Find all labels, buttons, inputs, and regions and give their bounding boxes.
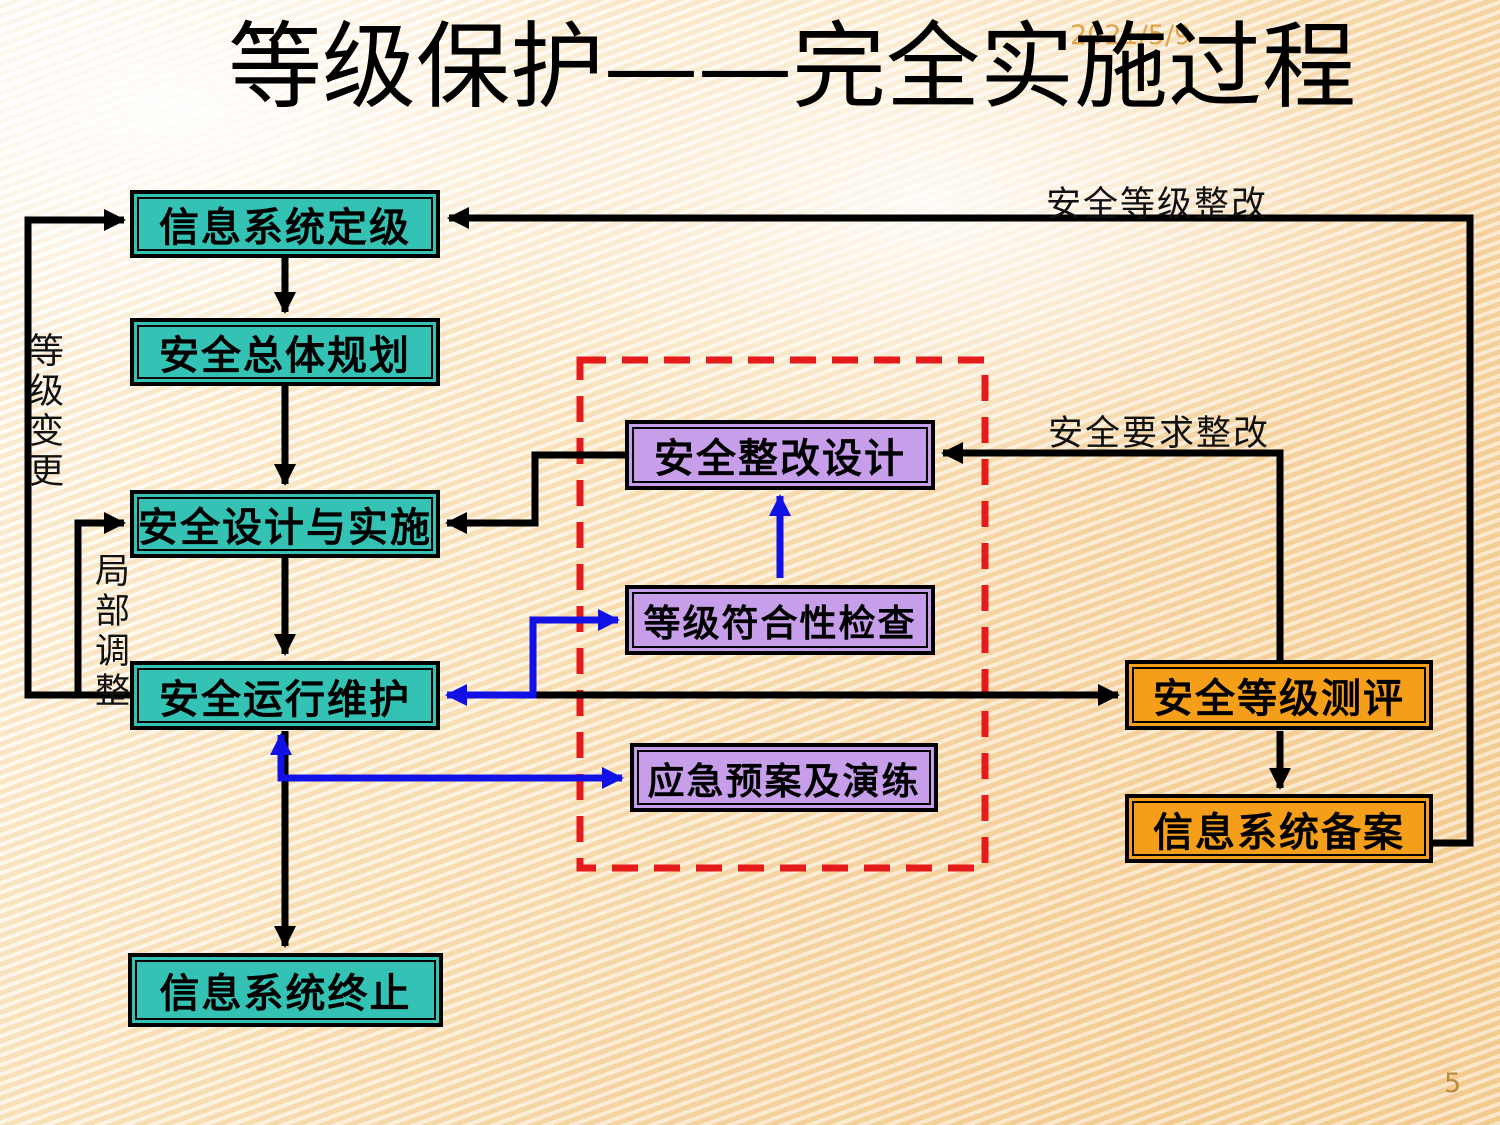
- arrow-rectification-to-design: [445, 451, 625, 534]
- box-emergency-drill-label: 应急预案及演练: [647, 759, 921, 803]
- box-design-implementation: 安全设计与实施: [130, 490, 440, 558]
- box-system-termination: 信息系统终止: [128, 953, 443, 1027]
- page-title: 等级保护——完全实施过程: [227, 13, 1357, 122]
- box-operation-maintenance-label: 安全运行维护: [159, 676, 411, 723]
- box-system-filing-label: 信息系统备案: [1153, 809, 1405, 856]
- arrow-operation-emergency-drill: [270, 733, 624, 789]
- slide-date: 2021/5/9: [1070, 20, 1192, 51]
- box-operation-maintenance: 安全运行维护: [130, 661, 440, 730]
- box-compliance-check-label: 等级符合性检查: [643, 602, 917, 645]
- arrow-partial-adjustment-loop: [74, 512, 126, 695]
- box-level-evaluation: 安全等级测评: [1125, 660, 1433, 730]
- page-number: 5: [1444, 1068, 1462, 1099]
- label-level-change: 等级变更: [23, 332, 63, 492]
- box-system-grading: 信息系统定级: [130, 190, 440, 258]
- arrow-requirement-rectification: [941, 442, 1284, 660]
- label-security-requirement-rectification: 安全要求整改: [1048, 414, 1271, 454]
- label-security-level-rectification: 安全等级整改: [1046, 185, 1269, 225]
- box-overall-planning: 安全总体规划: [130, 318, 440, 386]
- label-partial-adjustment: 局部调整: [89, 552, 129, 712]
- box-level-evaluation-label: 安全等级测评: [1153, 676, 1405, 722]
- arrow-operation-compliance-check: [445, 609, 620, 706]
- arrow-level-rectification-feedback: [447, 207, 1474, 847]
- box-rectification-design: 安全整改设计: [625, 420, 935, 490]
- box-overall-planning-label: 安全总体规划: [159, 333, 411, 379]
- box-system-grading-label: 信息系统定级: [159, 205, 411, 251]
- box-design-implementation-label: 安全设计与实施: [138, 505, 432, 551]
- box-system-filing: 信息系统备案: [1125, 794, 1433, 863]
- box-emergency-drill: 应急预案及演练: [630, 743, 938, 812]
- box-system-termination-label: 信息系统终止: [159, 971, 412, 1017]
- box-compliance-check: 等级符合性检查: [625, 585, 935, 655]
- box-rectification-design-label: 安全整改设计: [654, 436, 906, 482]
